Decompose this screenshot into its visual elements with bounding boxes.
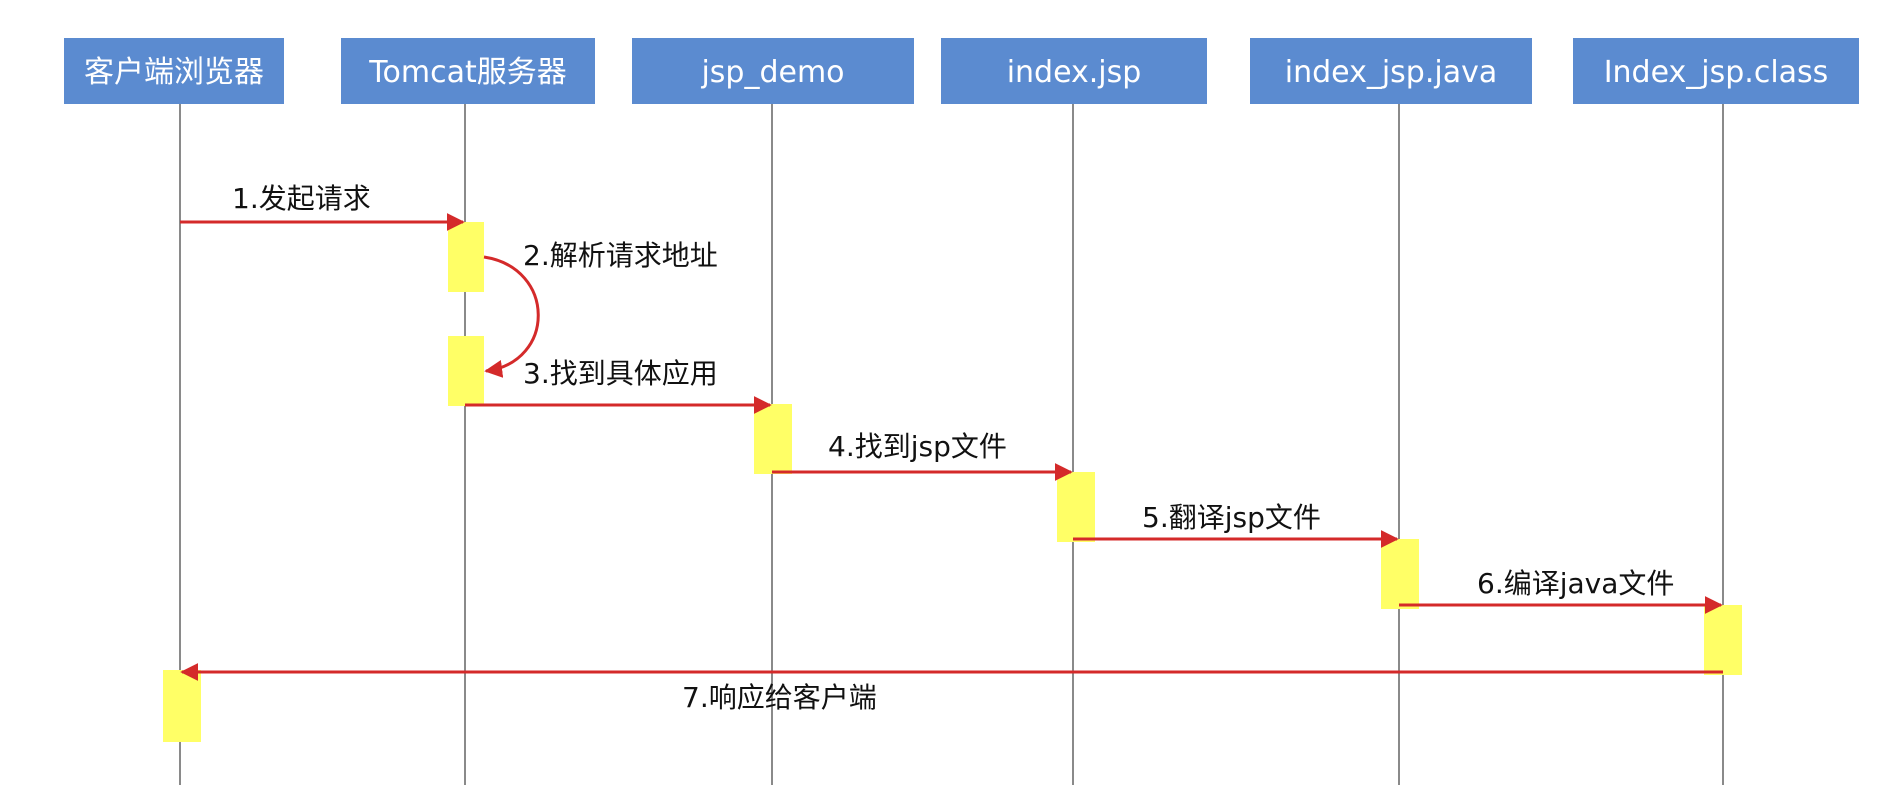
participant-label: index_jsp.java <box>1285 55 1497 90</box>
message-2: 2.解析请求地址 <box>483 239 718 378</box>
activation-tomcat-2 <box>448 336 484 406</box>
message-1: 1.发起请求 <box>180 182 465 231</box>
participant-browser: 客户端浏览器 <box>64 38 284 104</box>
activation-index-jsp-java <box>1381 539 1419 609</box>
participant-index-jsp-class: Index_jsp.class <box>1573 38 1859 104</box>
participant-label: Index_jsp.class <box>1604 55 1829 90</box>
activation-tomcat-1 <box>448 222 484 292</box>
participant-label: Tomcat服务器 <box>368 55 566 90</box>
message-label: 2.解析请求地址 <box>523 239 718 272</box>
participant-index-jsp-java: index_jsp.java <box>1250 38 1532 104</box>
message-label: 7.响应给客户端 <box>682 681 877 714</box>
message-5: 5.翻译jsp文件 <box>1073 501 1399 548</box>
participant-label: index.jsp <box>1007 55 1142 90</box>
participant-tomcat: Tomcat服务器 <box>341 38 595 104</box>
message-6: 6.编译java文件 <box>1399 567 1723 614</box>
message-label: 1.发起请求 <box>232 182 371 215</box>
activation-browser <box>163 670 201 742</box>
participant-index-jsp: index.jsp <box>941 38 1207 104</box>
participant-label: 客户端浏览器 <box>84 55 264 90</box>
message-4: 4.找到jsp文件 <box>772 430 1073 481</box>
activation-jsp-demo <box>754 404 792 474</box>
message-label: 4.找到jsp文件 <box>828 430 1007 463</box>
message-7: 7.响应给客户端 <box>180 663 1723 714</box>
message-arrow <box>483 255 540 378</box>
activation-index-jsp-class <box>1704 605 1742 675</box>
activation-index-jsp <box>1057 472 1095 542</box>
message-label: 6.编译java文件 <box>1477 567 1674 600</box>
message-label: 5.翻译jsp文件 <box>1142 501 1321 534</box>
participant-jsp-demo: jsp_demo <box>632 38 914 104</box>
message-3: 3.找到具体应用 <box>465 357 772 414</box>
participant-label: jsp_demo <box>700 55 844 90</box>
message-label: 3.找到具体应用 <box>523 357 718 390</box>
